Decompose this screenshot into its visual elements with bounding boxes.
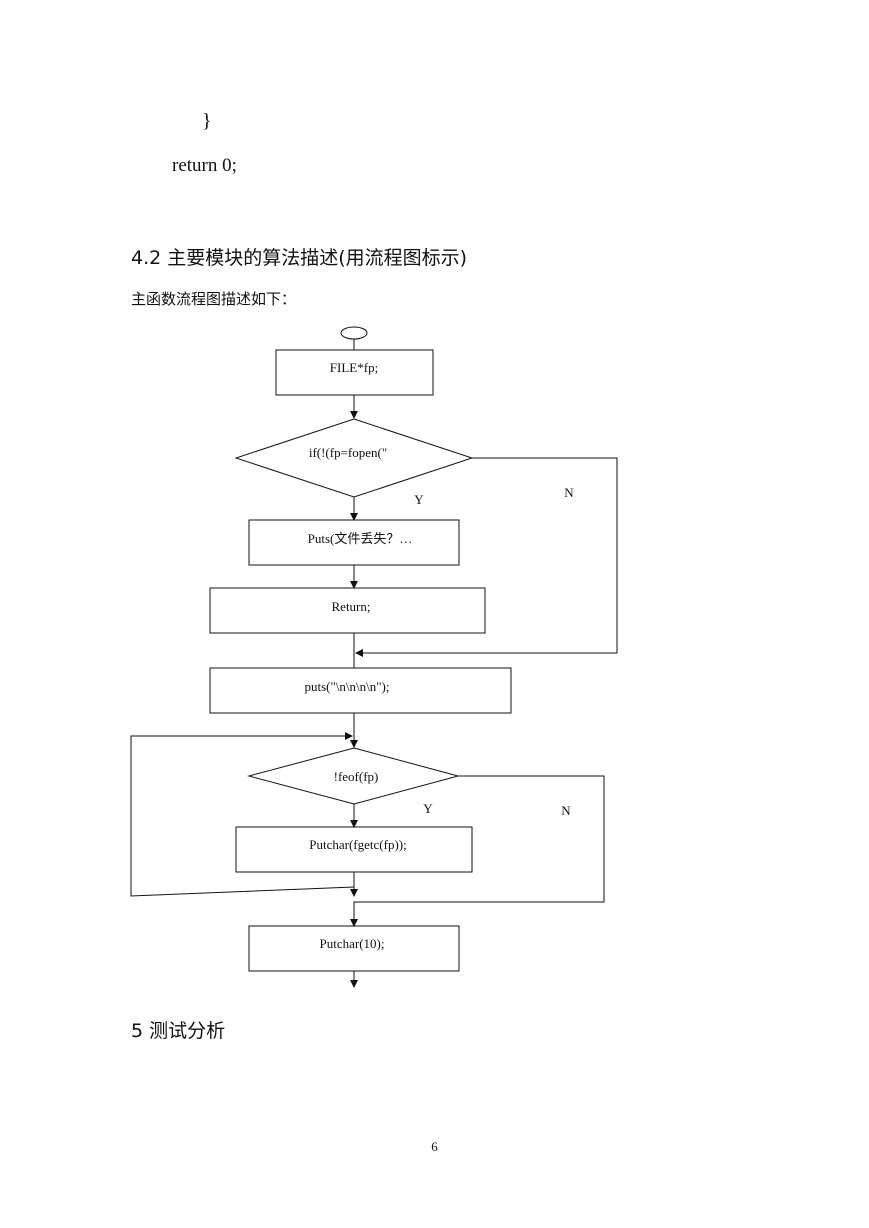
page-number: 6	[431, 1139, 438, 1154]
label-no-2: N	[561, 803, 571, 818]
label-putchar-10: Putchar(10);	[320, 936, 385, 951]
box-return	[209, 587, 486, 634]
label-puts-file-lost: Puts(文件丢失？…	[308, 531, 413, 546]
label-yes-2: Y	[423, 801, 433, 816]
code-return-statement: return 0;	[172, 155, 237, 176]
section-heading-4-2: 4.2 主要模块的算法描述(用流程图标示)	[131, 247, 468, 269]
label-putchar-fgetc: Putchar(fgetc(fp));	[309, 837, 406, 852]
flowchart-intro-text: 主函数流程图描述如下：	[131, 290, 297, 308]
label-file-declaration: FILE*fp;	[330, 360, 378, 375]
start-terminator	[340, 326, 368, 340]
code-closing-brace: }	[202, 110, 212, 132]
label-puts-newlines: puts("\n\n\n\n");	[304, 679, 389, 694]
label-decision-fopen: if(!(fp=fopen("	[309, 445, 387, 460]
label-no-1: N	[564, 485, 574, 500]
label-decision-feof: !feof(fp)	[334, 769, 379, 784]
section-heading-5: 5 测试分析	[131, 1020, 226, 1042]
label-return: Return;	[332, 599, 371, 614]
label-yes-1: Y	[414, 492, 424, 507]
box-puts-newlines	[209, 667, 512, 714]
